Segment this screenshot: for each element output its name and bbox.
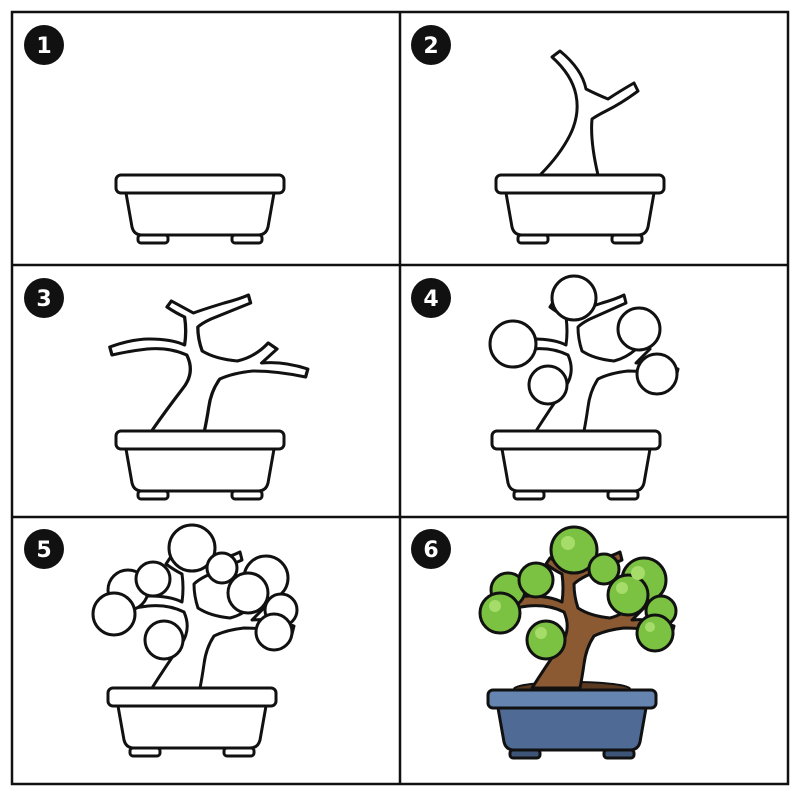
step-4-badge: 4: [411, 278, 451, 318]
foliage-circle-icon: [616, 306, 662, 352]
foliage-circle-icon: [488, 319, 538, 369]
bonsai-trunk-icon: [108, 293, 310, 433]
foliage-highlight: [535, 627, 547, 639]
foliage-highlight: [631, 566, 645, 580]
step-4-panel: 4: [411, 274, 680, 501]
bonsai-pot-icon: [494, 173, 666, 245]
step-4-number: 4: [423, 287, 438, 312]
number-badge-icon: [24, 278, 64, 318]
foliage-circle-icon: [134, 560, 172, 598]
foliage-circle-icon: [587, 552, 621, 586]
step-3-panel: 3: [24, 278, 310, 501]
step-1-number: 1: [36, 34, 51, 59]
step-5-panel: 5: [24, 523, 299, 758]
number-badge-icon: [411, 25, 451, 65]
step-6-number: 6: [423, 538, 438, 563]
foliage-circle-icon: [525, 619, 567, 661]
number-badge-icon: [411, 278, 451, 318]
step-1-panel: 1: [24, 25, 286, 245]
step-3-badge: 3: [24, 278, 64, 318]
bonsai-trunk-icon: [538, 49, 640, 177]
number-badge-icon: [24, 25, 64, 65]
foliage-circle-icon: [635, 352, 679, 396]
foliage-highlight: [645, 622, 655, 632]
step-1-badge: 1: [24, 25, 64, 65]
foliage-circle-icon: [91, 591, 137, 637]
foliage-circle-icon: [517, 561, 555, 599]
bonsai-pot-icon: [486, 688, 658, 760]
foliage-highlights: [489, 536, 655, 639]
foliage-circle-icon: [550, 274, 598, 322]
foliage-circle-icon: [527, 364, 569, 406]
bonsai-pot-icon: [114, 173, 286, 245]
step-3-number: 3: [36, 287, 51, 312]
step-5-number: 5: [36, 538, 51, 563]
step-2-number: 2: [423, 34, 438, 59]
foliage-group: [488, 274, 679, 406]
foliage-highlight: [561, 536, 575, 550]
bonsai-pot-icon: [106, 686, 278, 758]
step-2-panel: 2: [411, 25, 666, 245]
bonsai-pot-icon: [490, 429, 662, 501]
foliage-highlight: [616, 582, 628, 594]
step-5-badge: 5: [24, 529, 64, 569]
number-badge-icon: [411, 529, 451, 569]
number-badge-icon: [24, 529, 64, 569]
foliage-circle-icon: [254, 612, 294, 652]
foliage-circle-icon: [606, 573, 650, 617]
step-2-badge: 2: [411, 25, 451, 65]
foliage-circle-icon: [143, 619, 185, 661]
step-6-panel: 6: [411, 525, 678, 760]
foliage-circle-icon: [635, 613, 675, 653]
foliage-circle-icon: [549, 525, 599, 575]
foliage-circle-icon: [167, 523, 217, 573]
foliage-circle-icon: [478, 591, 522, 635]
bonsai-pot-icon: [114, 429, 286, 501]
foliage-circle-icon: [226, 571, 270, 615]
step-6-badge: 6: [411, 529, 451, 569]
grid-frame: [10, 10, 790, 786]
foliage-highlight: [489, 600, 501, 612]
foliage-circle-icon: [205, 551, 239, 585]
foliage-group: [91, 523, 299, 661]
